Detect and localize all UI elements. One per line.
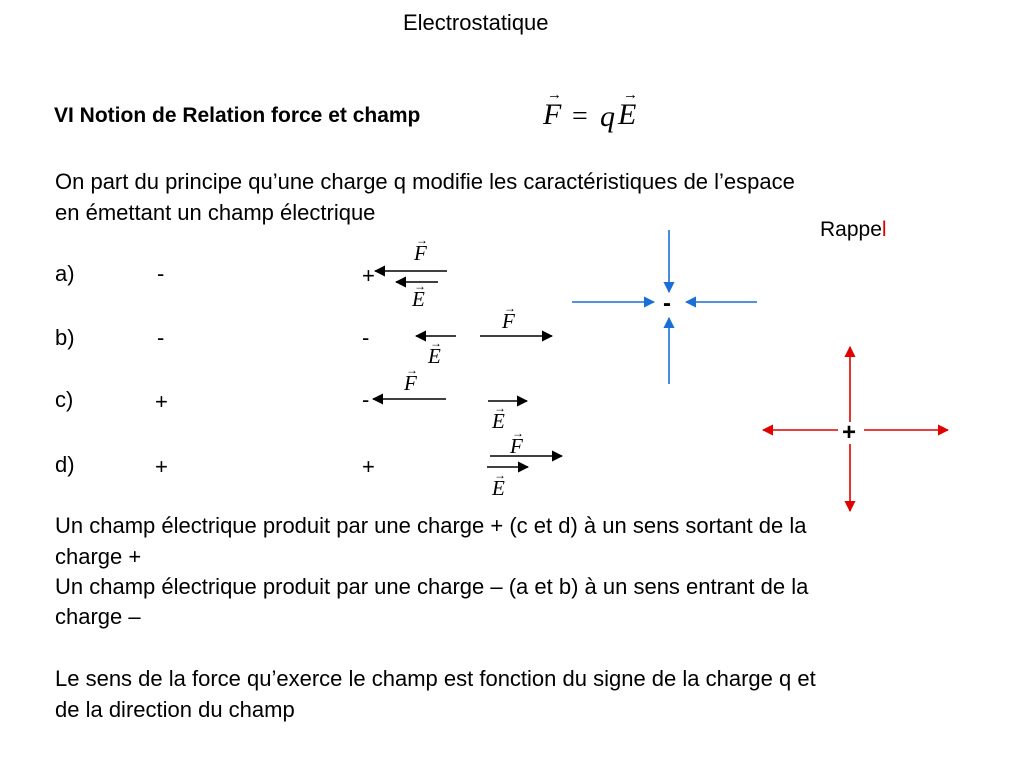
case-c-charge1: + (155, 389, 168, 414)
vec-arrow-glyph: → (406, 363, 418, 377)
section-heading: VI Notion de Relation force et champ (54, 104, 421, 127)
case-d-E-label: →E (492, 469, 506, 500)
vec-arrow-glyph: → (416, 233, 428, 247)
vec-arrow-glyph: → (430, 336, 442, 350)
positive-charge-symbol: + (842, 419, 857, 446)
vec-arrow-glyph: → (512, 426, 524, 440)
case-a-E-label: →E (412, 280, 426, 311)
rappel-prefix: Rappe (820, 218, 882, 241)
case-c-label: c) (55, 387, 74, 412)
formula-E-arrow: → (623, 87, 638, 103)
vec-letter: E (492, 476, 505, 500)
negative-charge-symbol: - (663, 290, 671, 317)
case-b-charge2: - (362, 325, 370, 350)
conclusion-1-line-1: Un champ électrique produit par une char… (55, 513, 807, 538)
vec-letter: F (502, 309, 515, 333)
conclusion-3-line-1: Le sens de la force qu’exerce le champ e… (55, 666, 816, 691)
case-b-label: b) (55, 325, 75, 350)
vec-letter: E (492, 409, 505, 433)
case-b-E-label: →E (428, 337, 442, 368)
case-a-label: a) (55, 261, 75, 286)
rappel-label: Rappel (820, 218, 887, 242)
case-d-F-label: →F (510, 427, 524, 458)
case-d-charge1: + (155, 454, 168, 479)
case-a-charge2: + (362, 263, 375, 288)
case-c-E-label: →E (492, 402, 506, 433)
conclusion-2-line-1: Un champ électrique produit par une char… (55, 574, 809, 599)
intro-line-2: en émettant un champ électrique (55, 200, 376, 225)
case-c-F-label: →F (404, 364, 418, 395)
case-d-label: d) (55, 452, 75, 477)
case-a-F-label: →F (414, 234, 428, 265)
formula-F-letter: F (543, 98, 562, 131)
vec-arrow-glyph: → (494, 401, 506, 415)
vec-arrow-glyph: → (494, 468, 506, 482)
formula-E: → E (618, 88, 638, 131)
intro-line-1: On part du principe qu’une charge q modi… (55, 169, 795, 194)
vec-letter: E (412, 287, 425, 311)
case-d-charge2: + (362, 454, 375, 479)
formula-F-arrow: → (547, 87, 562, 103)
case-a-charge1: - (157, 261, 165, 286)
case-b-charge1: - (157, 325, 165, 350)
vec-arrow-glyph: → (414, 279, 426, 293)
vec-letter: F (510, 434, 523, 458)
slide-title: Electrostatique (403, 10, 549, 35)
conclusion-2-line-2: charge – (55, 604, 141, 629)
conclusion-3-line-2: de la direction du champ (55, 697, 295, 722)
case-b-F-label: →F (502, 302, 516, 333)
vec-letter: E (428, 344, 441, 368)
conclusion-1-line-2: charge + (55, 544, 142, 569)
vec-letter: F (414, 241, 427, 265)
vec-letter: F (404, 371, 417, 395)
rappel-last-letter: l (881, 218, 887, 241)
formula-E-letter: E (618, 98, 637, 131)
vec-arrow-glyph: → (504, 301, 516, 315)
formula-F: → F (543, 88, 562, 131)
formula-equals: = (572, 101, 588, 132)
formula-q: q (600, 100, 615, 133)
case-c-charge2: - (362, 387, 370, 412)
